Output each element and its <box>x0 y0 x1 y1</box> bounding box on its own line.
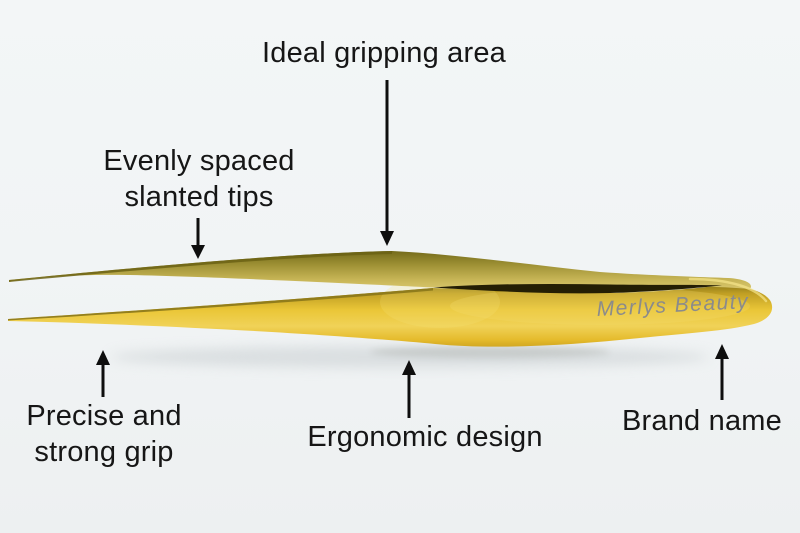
handle-top-highlight <box>688 277 768 303</box>
arrow-precise-strong-grip <box>96 350 110 397</box>
label-line: Evenly spaced <box>103 145 295 177</box>
label-line: Precise and <box>26 400 182 432</box>
label-line: slanted tips <box>124 181 274 213</box>
label-ergonomic-design: Ergonomic design <box>307 421 543 453</box>
label-evenly-spaced-slanted-tips: Evenly spaced slanted tips <box>103 143 294 215</box>
lower-needle-edge-shade <box>8 288 433 321</box>
label-ideal-gripping-area: Ideal gripping area <box>261 37 507 69</box>
label-brand-name: Brand name <box>622 405 782 437</box>
handle-sheen <box>450 287 750 325</box>
label-line: strong grip <box>34 436 174 468</box>
tweezers-shadow-inner <box>370 346 610 358</box>
arrow-brand-name <box>715 344 729 400</box>
upper-needle-edge-shade <box>9 251 392 282</box>
label-precise-strong-grip: Precise and strong grip <box>26 398 181 470</box>
tweezers-upper-arm <box>9 251 752 289</box>
tweezers-lower-arm <box>8 285 773 347</box>
arrow-ergonomic-design <box>402 360 416 418</box>
arm-gap-shadow <box>433 283 722 294</box>
arrow-evenly-spaced-slanted-tips <box>191 218 205 259</box>
arrow-ideal-gripping-area <box>380 80 394 246</box>
